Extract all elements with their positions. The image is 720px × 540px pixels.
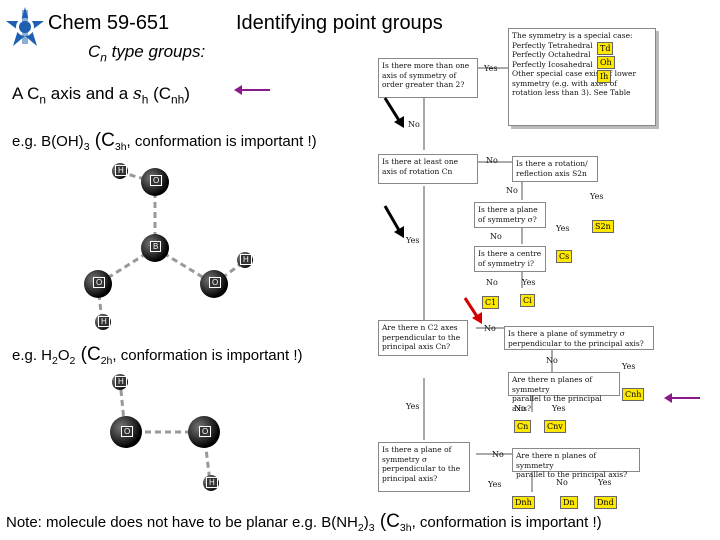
cnh-statement: A Cn axis and a sh (Cnh) bbox=[12, 84, 190, 107]
atom-label: H bbox=[98, 316, 110, 327]
sigma-symbol: s bbox=[132, 84, 142, 104]
atom-label: H bbox=[206, 477, 218, 488]
result-cnv: Cnv bbox=[544, 420, 566, 433]
atom-label: O bbox=[121, 426, 134, 437]
yes-label: Yes bbox=[488, 480, 502, 489]
down-arrow-icon bbox=[383, 97, 404, 128]
no-label: No bbox=[486, 156, 498, 165]
result-dnh: Dnh bbox=[512, 496, 535, 509]
left-arrow-icon bbox=[664, 393, 700, 403]
no-label: No bbox=[556, 478, 568, 487]
atom-label: H bbox=[240, 254, 252, 265]
yes-label: Yes bbox=[406, 402, 420, 411]
result-s2n: S2n bbox=[592, 220, 614, 233]
atom-label: O bbox=[209, 277, 222, 288]
yes-label: Yes bbox=[622, 362, 636, 371]
result-oh: Oh bbox=[597, 56, 615, 69]
special-case-box: The symmetry is a special case: Perfectl… bbox=[508, 28, 656, 126]
no-label: No bbox=[514, 404, 526, 413]
result-dn: Dn bbox=[560, 496, 578, 509]
atom-label: O bbox=[150, 175, 163, 186]
atom-label: B bbox=[150, 241, 162, 252]
no-label: No bbox=[506, 186, 518, 195]
no-label: No bbox=[408, 120, 420, 129]
atom-label: H bbox=[115, 376, 127, 387]
result-ih: Ih bbox=[597, 70, 612, 83]
footnote: Note: molecule does not have to be plana… bbox=[6, 511, 602, 534]
page-title: Identifying point groups bbox=[236, 12, 443, 34]
left-arrow-icon bbox=[234, 85, 270, 95]
no-label: No bbox=[490, 232, 502, 241]
yes-label: Yes bbox=[484, 64, 498, 73]
yes-label: Yes bbox=[522, 278, 536, 287]
university-logo-icon bbox=[6, 7, 44, 46]
atom-label: O bbox=[93, 277, 106, 288]
yes-label: Yes bbox=[556, 224, 570, 233]
yes-label: Yes bbox=[598, 478, 612, 487]
result-cn: Cn bbox=[514, 420, 532, 433]
no-label: No bbox=[484, 324, 496, 333]
no-label: No bbox=[492, 450, 504, 459]
down-arrow-icon bbox=[383, 205, 404, 238]
subtitle: Cn type groups: bbox=[88, 42, 206, 65]
no-label: No bbox=[486, 278, 498, 287]
atom-label: H bbox=[115, 165, 127, 176]
boh3-molecule bbox=[96, 170, 247, 323]
yes-label: Yes bbox=[590, 192, 604, 201]
example-h2o2: e.g. H2O2 (C2h, conformation is importan… bbox=[12, 344, 303, 367]
down-arrow-icon bbox=[463, 297, 482, 324]
course-title: Chem 59-651 bbox=[48, 12, 170, 34]
result-ci: Ci bbox=[520, 294, 535, 307]
result-dnd: Dnd bbox=[594, 496, 617, 509]
result-c1: C1 bbox=[482, 296, 500, 309]
question-box: Is there a rotation/reflection axis S2n bbox=[512, 156, 598, 182]
result-cs: Cs bbox=[556, 250, 573, 263]
example-boh3: e.g. B(OH)3 (C3h, conformation is import… bbox=[12, 130, 317, 153]
yes-label: Yes bbox=[406, 236, 420, 245]
atom-label: O bbox=[199, 426, 212, 437]
result-td: Td bbox=[597, 42, 614, 55]
yes-label: Yes bbox=[552, 404, 566, 413]
result-cnh: Cnh bbox=[622, 388, 645, 401]
no-label: No bbox=[546, 356, 558, 365]
